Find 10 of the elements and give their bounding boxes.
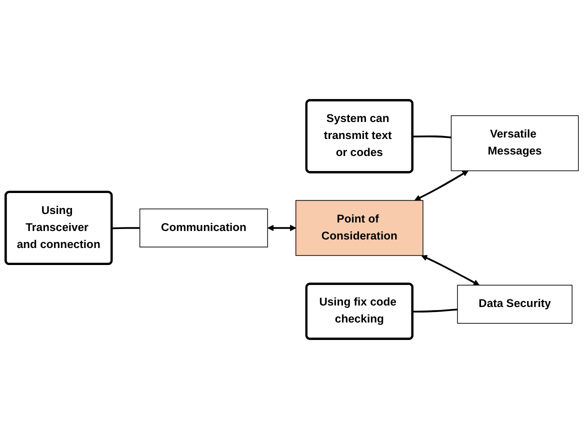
arrow	[414, 170, 468, 201]
node-box: Data Security	[457, 284, 572, 324]
arrow	[268, 224, 296, 232]
connector	[412, 135, 452, 138]
node-box: Versatile Messages	[450, 115, 579, 172]
node-box: Point of Consideration	[296, 200, 424, 256]
connector	[412, 308, 458, 313]
connector	[112, 227, 140, 230]
node-box: Communication	[139, 208, 268, 248]
arrow	[421, 255, 480, 286]
